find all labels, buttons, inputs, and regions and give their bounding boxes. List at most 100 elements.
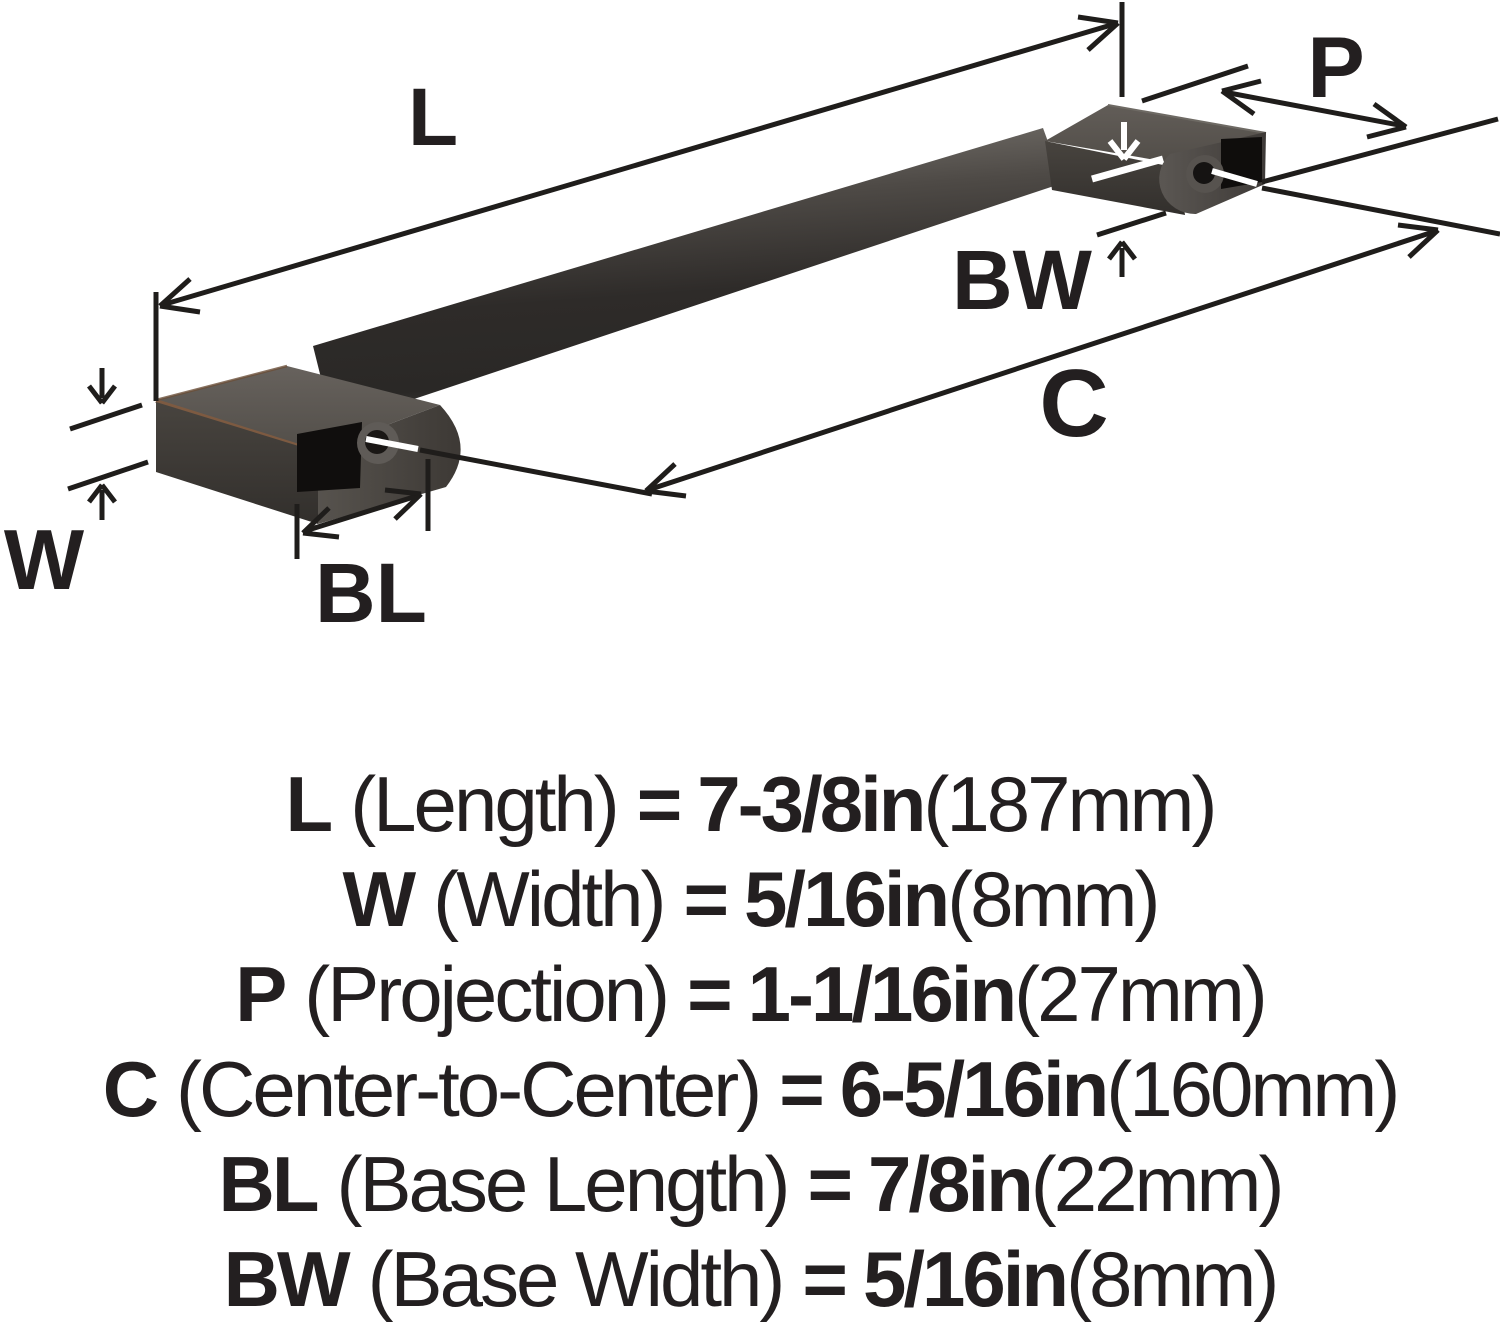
spec-name: (Center-to-Center) <box>176 1045 762 1133</box>
c-label: C <box>1039 350 1108 457</box>
spec-row-base-width: BW(Base Width)=5/16in(8mm) <box>0 1232 1500 1327</box>
handle-illustration <box>155 104 1267 524</box>
bl-dimension-line <box>304 492 421 534</box>
c-arrowhead-right <box>1397 222 1439 233</box>
c-witness-left <box>419 447 653 497</box>
spec-metric-value: (187mm) <box>923 760 1217 848</box>
spec-equals: = <box>683 855 729 943</box>
c-witness-right <box>1261 185 1500 237</box>
bw-white-surface-line <box>1091 155 1164 183</box>
l-dimension <box>153 2 1125 401</box>
p-arrowhead-left <box>1220 88 1256 117</box>
right-base-screw-hole <box>1193 162 1215 184</box>
w-witness-lower <box>67 459 149 492</box>
bw-arrow-up-head <box>1107 240 1124 261</box>
right-base-top-edge-highlight <box>1107 104 1267 134</box>
spec-equals: = <box>636 760 683 848</box>
spec-equals: = <box>807 1140 853 1228</box>
spec-row-center-to-center: C(Center-to-Center)=6-5/16in(160mm) <box>0 1042 1500 1137</box>
l-arrowhead-left <box>159 303 201 315</box>
left-base-bronze-edge-short <box>155 364 288 402</box>
spec-symbol: BW <box>223 1235 351 1323</box>
spec-equals: = <box>687 950 733 1038</box>
l-dimension-line <box>161 20 1119 308</box>
c-arrowhead-left <box>645 488 687 499</box>
bw-white-arrow-head <box>1121 139 1141 161</box>
bw-dimension <box>1096 210 1167 277</box>
spec-name: (Base Width) <box>367 1235 786 1323</box>
left-base-front-face <box>156 402 318 524</box>
left-base-screw-socket <box>297 422 362 492</box>
w-arrow-up-head <box>87 483 104 504</box>
p-dimension <box>1141 63 1499 185</box>
right-base-front-face <box>1045 141 1185 215</box>
bw-witness-lower <box>1096 210 1167 238</box>
w-label: W <box>4 513 85 608</box>
spec-metric-value: (27mm) <box>1014 950 1268 1038</box>
left-base-bronze-edge <box>155 399 319 454</box>
spec-metric-value: (8mm) <box>947 855 1160 943</box>
spec-imperial-value: 6-5/16in <box>839 1045 1109 1133</box>
w-witness-upper <box>69 402 143 432</box>
spec-symbol: P <box>235 950 287 1038</box>
w-dimension <box>67 368 149 520</box>
spec-symbol: W <box>342 855 417 943</box>
c-dimension-line <box>647 228 1437 493</box>
spec-equals: = <box>779 1045 825 1133</box>
spec-name: (Length) <box>350 760 620 848</box>
p-witness-back <box>1141 63 1249 104</box>
spec-symbol: C <box>102 1045 159 1133</box>
bw-white-arrow-head <box>1107 139 1127 161</box>
dimension-spec-list: L(Length)=7-3/8in(187mm) W(Width)=5/16in… <box>0 757 1500 1327</box>
l-arrowhead-left <box>158 277 192 308</box>
l-arrowhead-right <box>1086 21 1120 52</box>
spec-imperial-value: 5/16in <box>862 1235 1069 1323</box>
w-arrow-down-head <box>100 384 117 405</box>
p-arrowhead-right <box>1372 101 1408 130</box>
spec-name: (Projection) <box>304 950 670 1038</box>
handle-bar <box>313 128 1063 426</box>
p-arrowhead-right <box>1366 124 1407 140</box>
right-hole-leader <box>1211 168 1258 187</box>
dimension-diagram: L W BL C <box>4 2 1500 640</box>
bl-label: BL <box>315 546 427 640</box>
spec-row-base-length: BL(Base Length)=7/8in(22mm) <box>0 1137 1500 1232</box>
spec-imperial-value: 1-1/16in <box>747 950 1017 1038</box>
spec-imperial-value: 5/16in <box>744 855 950 943</box>
l-arrowhead-right <box>1077 14 1119 26</box>
spec-symbol: BL <box>218 1140 320 1228</box>
spec-metric-value: (22mm) <box>1030 1140 1285 1228</box>
p-dimension-line <box>1223 89 1405 129</box>
hole-axis-witness <box>1261 116 1499 185</box>
bw-arrow-up-head <box>1120 240 1137 261</box>
spec-symbol: L <box>285 760 334 848</box>
spec-imperial-value: 7-3/8in <box>697 760 926 848</box>
spec-name: (Base Length) <box>336 1140 791 1228</box>
spec-metric-value: (8mm) <box>1066 1235 1279 1323</box>
bl-arrowhead-right <box>384 487 422 497</box>
bl-arrowhead-right <box>393 492 423 521</box>
spec-equals: = <box>802 1235 848 1323</box>
bl-arrowhead-left <box>302 530 340 540</box>
bl-arrowhead-left <box>301 506 331 535</box>
spec-name: (Width) <box>433 855 666 943</box>
white-annotations <box>365 122 1258 452</box>
w-arrow-down-head <box>87 384 104 405</box>
spec-row-projection: P(Projection)=1-1/16in(27mm) <box>0 947 1500 1042</box>
bw-label: BW <box>952 233 1093 327</box>
l-label: L <box>408 72 458 163</box>
p-label: P <box>1307 20 1364 116</box>
spec-metric-value: (160mm) <box>1106 1045 1400 1133</box>
bl-dimension <box>294 459 431 559</box>
handle-left-base <box>155 364 461 524</box>
spec-row-width: W(Width)=5/16in(8mm) <box>0 852 1500 947</box>
c-dimension <box>419 185 1500 499</box>
left-hole-leader <box>365 436 419 452</box>
spec-imperial-value: 7/8in <box>868 1140 1034 1228</box>
c-arrowhead-left <box>644 462 677 493</box>
left-base-end-cap <box>318 405 461 524</box>
p-arrowhead-left <box>1221 78 1262 94</box>
c-arrowhead-right <box>1407 228 1440 259</box>
spec-row-length: L(Length)=7-3/8in(187mm) <box>0 757 1500 852</box>
w-arrow-up-head <box>100 483 117 504</box>
